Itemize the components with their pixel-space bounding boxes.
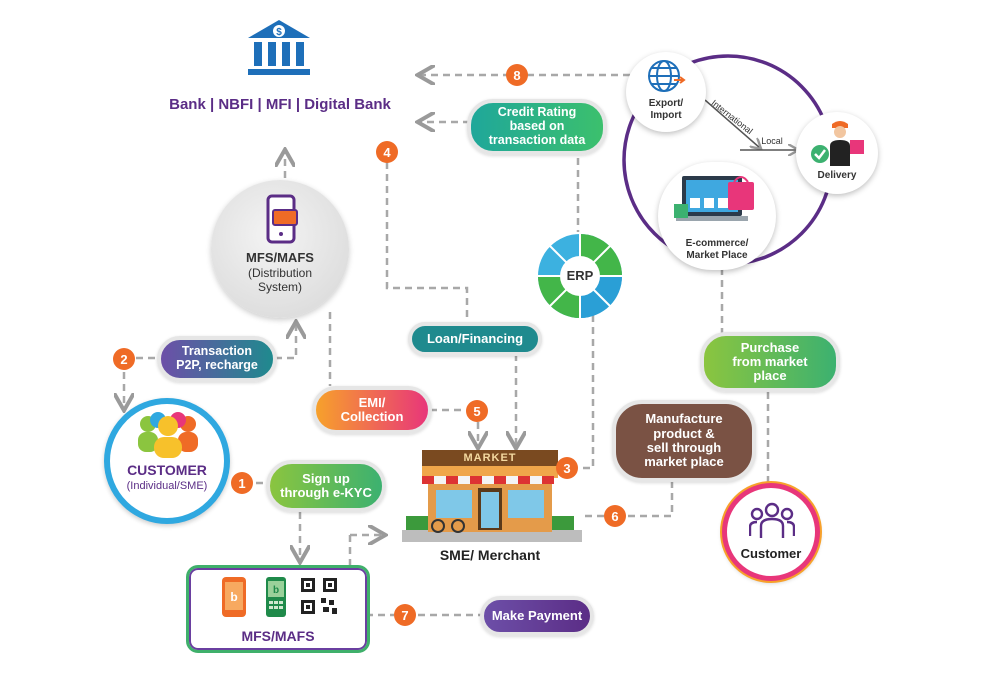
emi-collection-pill: EMI/ Collection: [312, 386, 432, 434]
step-8-badge: 8: [506, 64, 528, 86]
globe-icon: [646, 58, 686, 94]
ecommerce-circle: E-commerce/ Market Place: [658, 162, 776, 270]
customer-left-subtitle: (Individual/SME): [126, 480, 208, 492]
manufacture-line-2: product &: [653, 425, 715, 441]
emi-line-2: Collection: [340, 409, 404, 424]
ecommerce-line-1: E-commerce/: [685, 238, 749, 249]
international-arrow: [704, 99, 760, 148]
loan-financing-pill: Loan/Financing: [408, 322, 542, 356]
feature-phone-icon: b: [265, 576, 287, 618]
erp-wheel: ERP: [536, 232, 624, 320]
step-2-badge: 2: [113, 348, 135, 370]
qr-code-icon: [301, 578, 337, 614]
purchase-line-1: Purchase: [740, 339, 800, 355]
customer-right-circle: Customer: [722, 483, 820, 581]
transaction-line-1: Transaction: [181, 344, 253, 359]
purchase-line-2: from market: [732, 353, 808, 369]
emi-line-1: EMI/: [358, 394, 386, 410]
credit-rating-pill: Credit Rating based on transaction data: [467, 99, 607, 155]
credit-rating-line-1: Credit Rating: [497, 105, 577, 120]
sme-merchant-caption: SME/ Merchant: [439, 547, 541, 563]
mfs-circle-subtitle-1: (Distribution: [247, 266, 313, 280]
mfs-circle-subtitle-2: System): [257, 280, 302, 294]
customer-individual-circle: CUSTOMER (Individual/SME): [104, 398, 230, 524]
step-6-badge: 6: [604, 505, 626, 527]
market-sign: MARKET: [463, 452, 517, 464]
customer-people-icon: [748, 500, 796, 540]
mobile-phone-icon: b: [221, 576, 247, 618]
manufacture-line-3: sell through: [646, 440, 722, 455]
step-1-badge: 1: [231, 472, 253, 494]
bank-title: Bank | NBFI | MFI | Digital Bank: [169, 96, 391, 113]
step-5-badge: 5: [466, 400, 488, 422]
delivery-person-icon: [808, 118, 868, 168]
market-store-icon: MARKET: [392, 446, 588, 546]
delivery-circle: Delivery: [796, 112, 878, 194]
transaction-line-2: P2P, recharge: [176, 358, 258, 372]
mfs-circle-title: MFS/MAFS: [246, 250, 314, 265]
export-line-1: Export/: [648, 98, 684, 109]
ecommerce-line-2: Market Place: [686, 250, 748, 261]
mfs-mafs-box: b b MFS/MAFS: [186, 565, 370, 653]
transaction-pill: Transaction P2P, recharge: [157, 336, 277, 382]
local-label: Local: [761, 136, 783, 146]
mfs-distribution-circle: MFS/MAFS (Distribution System): [211, 180, 349, 318]
credit-rating-line-2: based on: [509, 119, 565, 134]
svg-text:b: b: [273, 585, 279, 596]
make-payment-pill: Make Payment: [480, 596, 594, 636]
laptop-cart-icon: [674, 168, 758, 232]
signup-line-1: Sign up: [302, 470, 350, 486]
customer-left-title: CUSTOMER: [127, 462, 207, 478]
people-group-icon: [134, 410, 202, 458]
step-7-badge: 7: [394, 604, 416, 626]
step-4-badge: 4: [376, 141, 398, 163]
svg-text:b: b: [230, 590, 237, 604]
export-line-2: Import: [650, 110, 682, 121]
signup-ekyc-pill: Sign up through e-KYC: [266, 460, 386, 512]
signup-line-2: through e-KYC: [280, 485, 372, 500]
step-3-badge: 3: [556, 457, 578, 479]
delivery-label: Delivery: [817, 170, 857, 181]
mfs-box-title: MFS/MAFS: [241, 628, 315, 644]
phone-wallet-icon: [265, 194, 299, 244]
erp-label: ERP: [566, 268, 594, 283]
manufacture-line-4: market place: [644, 454, 724, 470]
bank-icon: $: [246, 18, 312, 78]
svg-text:$: $: [276, 27, 282, 38]
manufacture-line-1: Manufacture: [645, 411, 723, 427]
credit-rating-line-3: transaction data: [488, 132, 586, 147]
manufacture-pill: Manufacture product & sell through marke…: [612, 400, 756, 482]
purchase-line-3: place: [753, 368, 787, 384]
export-import-circle: Export/ Import: [626, 52, 706, 132]
customer-right-title: Customer: [740, 546, 802, 561]
purchase-pill: Purchase from market place: [700, 332, 840, 392]
